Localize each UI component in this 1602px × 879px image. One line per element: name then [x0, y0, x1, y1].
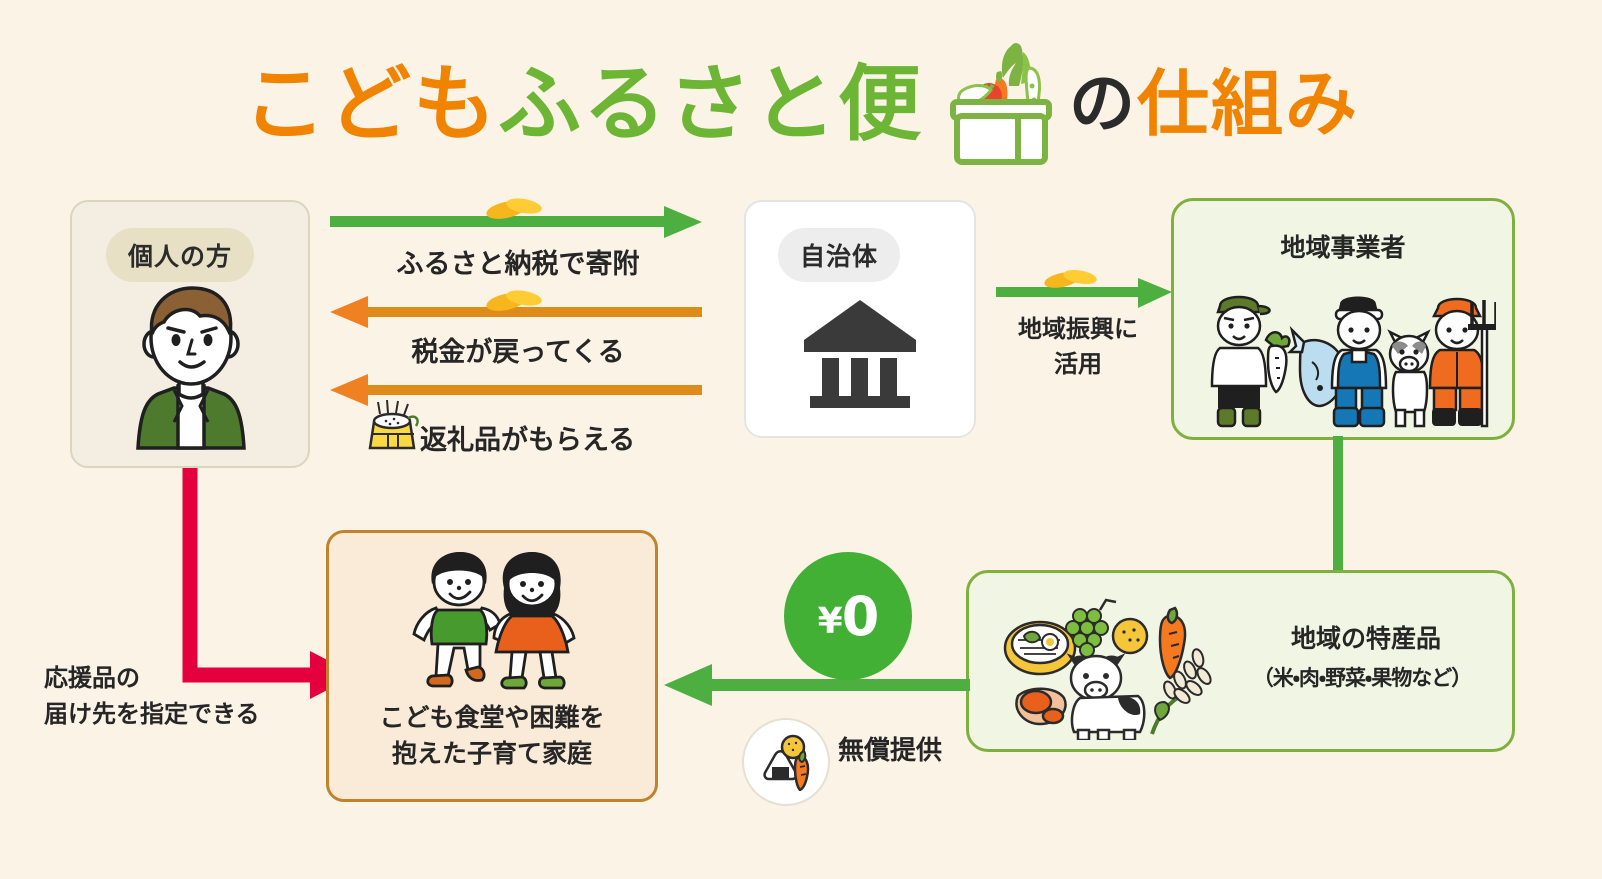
node-children[interactable]	[326, 530, 658, 802]
flow-tax-back-arrow	[330, 292, 702, 336]
node-children-label-line2: 抱えた子育て家庭	[391, 739, 592, 769]
flow-regional-label-line1: 地域振興に	[1018, 315, 1138, 343]
badge-currency: ¥	[817, 600, 843, 642]
coins-icon	[484, 284, 546, 314]
flow-gift-label: 返礼品がもらえる	[420, 425, 636, 456]
connector-business-to-products	[1331, 436, 1345, 576]
rice-bale-icon	[364, 400, 422, 454]
title-particle-no: の	[1068, 65, 1137, 142]
node-children-label: こども食堂や困難を 抱えた子育て家庭	[326, 700, 658, 773]
flow-free-provision-arrow	[664, 662, 970, 708]
two-children-icon	[412, 548, 588, 694]
person-avatar-icon	[124, 278, 258, 454]
flow-designate-label-line1: 応援品の	[44, 664, 140, 692]
node-products-sublabel: （米・肉・野菜・果物など）	[1252, 666, 1472, 690]
coins-icon	[484, 192, 546, 222]
flow-free-provision-label: 無償提供	[838, 736, 943, 766]
node-business-label: 地域事業者	[1280, 233, 1406, 262]
local-producers-icon	[1196, 282, 1496, 430]
badge-amount: 0	[841, 584, 880, 648]
node-municipality-label: 自治体	[778, 228, 901, 282]
node-children-label-line1: こども食堂や困難を	[379, 703, 605, 732]
title-part-furusatobin: ふるさと便	[497, 55, 923, 153]
flow-donate-label: ふるさと納税で寄附	[396, 249, 640, 280]
flow-donate-arrow	[330, 202, 702, 246]
zero-yen-badge: ¥0	[784, 552, 912, 680]
flow-tax-back-label: 税金が戻ってくる	[411, 337, 625, 368]
title-part-shikumi: 仕組み	[1136, 62, 1359, 146]
flow-designate-label: 応援品の 届け先を指定できる	[44, 660, 260, 732]
node-individual-label: 個人の方	[106, 228, 255, 282]
flow-designate-label-line2: 届け先を指定できる	[44, 700, 260, 728]
flow-regional-label-line2: 活用	[1054, 349, 1102, 378]
title-part-kodomo: こども	[242, 55, 498, 153]
government-building-icon	[800, 296, 920, 408]
onigiri-carrot-icon	[742, 718, 830, 806]
coins-icon	[1042, 264, 1100, 292]
flow-regional-label: 地域振興に 活用	[988, 312, 1168, 382]
page-title: こどもふるさと便	[0, 38, 1602, 170]
local-specialty-food-icon	[1000, 590, 1220, 740]
node-products-label: 地域の特産品	[1290, 624, 1441, 653]
flow-regional-arrow	[996, 276, 1172, 312]
flow-gift-arrow	[330, 370, 702, 414]
vegetable-basket-icon	[933, 38, 1061, 170]
